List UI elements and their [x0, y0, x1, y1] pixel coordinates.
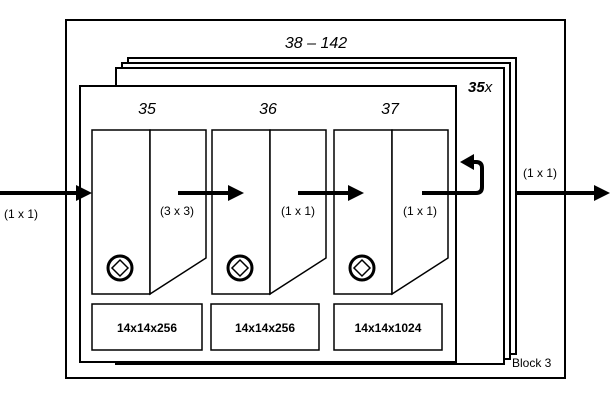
repeat-count-label: 35x	[468, 79, 493, 96]
layer-3-op-icon	[348, 254, 376, 282]
layer-number-1: 35	[138, 101, 156, 118]
shape-box-2	[210, 303, 320, 351]
output-kernel-label: (1 x 1)	[523, 166, 557, 180]
layer-3-prism	[333, 129, 449, 296]
shape-box-3	[333, 303, 443, 351]
block-label: Block 3	[512, 356, 552, 370]
range-label: 38 – 142	[285, 35, 347, 52]
arrow-layer1-to-layer2-icon	[178, 185, 244, 201]
repeat-loop-arrow-icon	[422, 154, 484, 195]
layer-3-kernel-label: (1 x 1)	[403, 204, 437, 218]
layer-2-kernel-label: (1 x 1)	[281, 204, 315, 218]
shape-box-1	[91, 303, 203, 351]
input-kernel-label: (1 x 1)	[4, 207, 38, 221]
arrow-layer2-to-layer3-icon	[298, 185, 364, 201]
layer-1-kernel-label: (3 x 3)	[160, 204, 194, 218]
layer-2-op-icon	[226, 254, 254, 282]
shape-label-2: 14x14x256	[235, 321, 295, 335]
layer-2-prism	[211, 129, 327, 296]
shape-label-3: 14x14x1024	[355, 321, 422, 335]
shape-label-1: 14x14x256	[117, 321, 177, 335]
layer-number-3: 37	[381, 101, 400, 118]
layer-1-op-icon	[106, 254, 134, 282]
layer-number-2: 36	[259, 101, 277, 118]
layer-1-prism	[91, 129, 207, 296]
input-arrow-icon	[0, 185, 92, 201]
output-arrow-icon	[516, 185, 610, 201]
